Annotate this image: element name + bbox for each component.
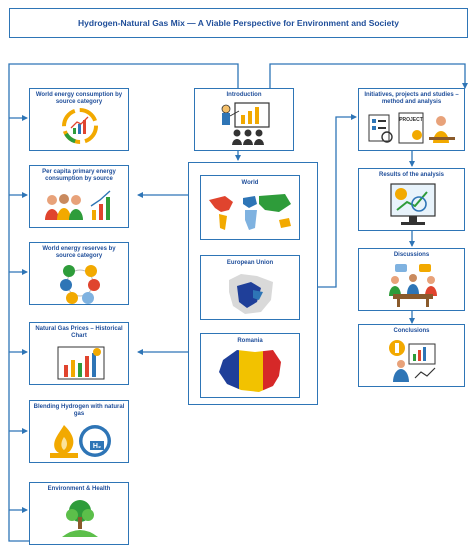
blending-label: Blending Hydrogen with natural gas xyxy=(33,404,125,417)
results-label: Results of the analysis xyxy=(378,172,445,178)
region-world-box: World xyxy=(200,175,300,240)
pie-growth-icon xyxy=(62,108,98,144)
people-bar-chart-icon xyxy=(45,190,111,220)
region-eu-label: European Union xyxy=(226,260,274,266)
world-reserves-box: World energy reserves by source category xyxy=(29,242,129,305)
discussions-box: Discussions xyxy=(358,248,465,311)
conclusion-presenter-icon xyxy=(389,340,436,382)
energy-sources-icon xyxy=(60,265,100,304)
price-chart-icon xyxy=(57,346,105,380)
world-reserves-label: World energy reserves by source category xyxy=(42,246,116,259)
conclusions-box: Conclusions xyxy=(358,324,465,387)
blending-box: Blending Hydrogen with natural gas H₂ xyxy=(29,400,129,463)
project-research-icon: PROJECT xyxy=(368,112,455,144)
introduction-box: Introduction xyxy=(194,88,294,151)
initiatives-label: Initiatives, projects and studies – meth… xyxy=(364,92,459,105)
gas-prices-label: Natural Gas Prices – Historical Chart xyxy=(35,326,123,339)
project-icon-text: PROJECT xyxy=(399,117,423,123)
analysis-monitor-icon xyxy=(390,183,436,225)
world-consumption-box: World energy consumption by source categ… xyxy=(29,88,129,151)
connector-intro-to-left xyxy=(8,63,239,542)
connector-regions-to-initiatives xyxy=(318,114,357,288)
environment-health-box: Environment & Health xyxy=(29,482,129,545)
h2-icon-text: H₂ xyxy=(93,443,101,450)
romania-flag-map-icon xyxy=(219,350,281,392)
gas-prices-box: Natural Gas Prices – Historical Chart xyxy=(29,322,129,385)
region-romania-label: Romania xyxy=(237,338,263,344)
introduction-label: Introduction xyxy=(226,92,262,98)
world-map-icon xyxy=(209,194,291,230)
presenter-icon xyxy=(221,102,270,145)
per-capita-label: Per capita primary energy consumption by… xyxy=(42,169,116,182)
world-consumption-label: World energy consumption by source categ… xyxy=(35,92,123,105)
eu-map-icon xyxy=(229,274,273,314)
region-eu-box: European Union xyxy=(200,255,300,320)
discussion-people-icon xyxy=(389,264,437,307)
discussions-label: Discussions xyxy=(393,252,430,258)
region-romania-box: Romania xyxy=(200,333,300,398)
flame-h2-icon: H₂ xyxy=(50,425,111,458)
globe-tree-icon xyxy=(62,500,98,537)
conclusions-label: Conclusions xyxy=(393,328,430,334)
connector-intro-to-right xyxy=(269,63,468,89)
initiatives-box: Initiatives, projects and studies – meth… xyxy=(358,88,465,151)
environment-health-label: Environment & Health xyxy=(47,486,111,492)
per-capita-box: Per capita primary energy consumption by… xyxy=(29,165,129,228)
diagram-title: Hydrogen-Natural Gas Mix — A Viable Pers… xyxy=(78,18,399,28)
title-box: Hydrogen-Natural Gas Mix — A Viable Pers… xyxy=(9,8,468,38)
results-box: Results of the analysis xyxy=(358,168,465,231)
region-world-label: World xyxy=(241,180,259,186)
